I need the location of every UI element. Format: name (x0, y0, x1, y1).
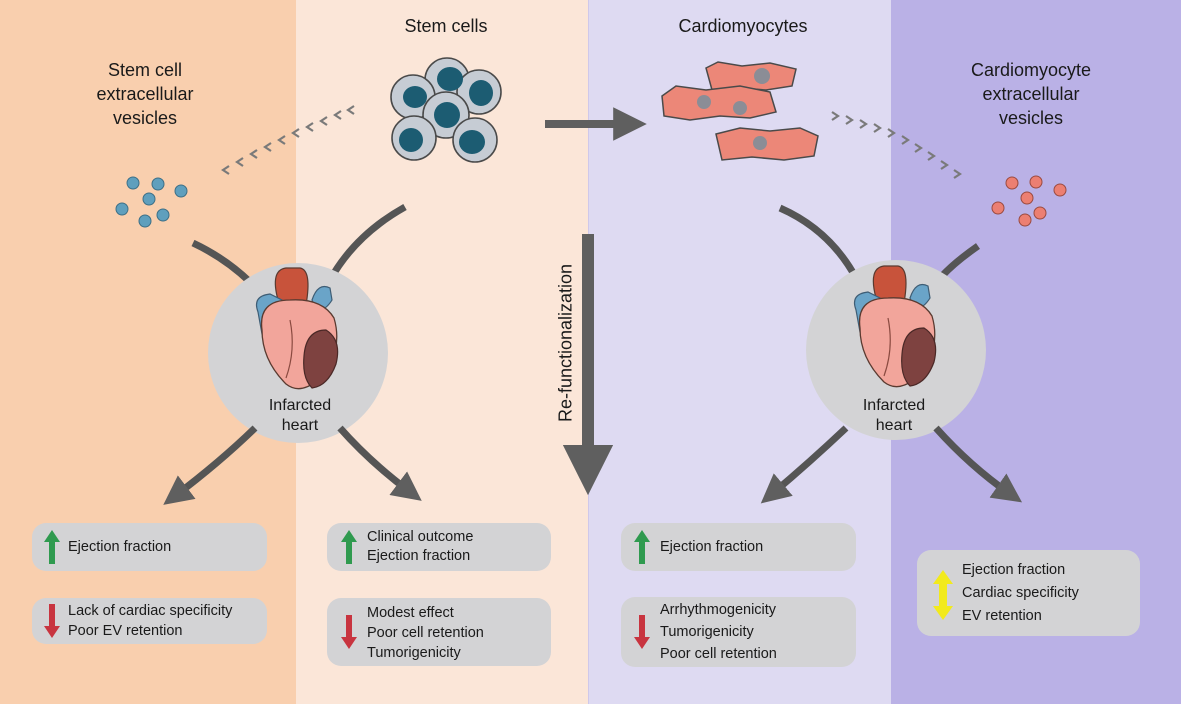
cm-benefit-line1: Ejection fraction (660, 539, 764, 555)
stem-ev-drawback-line1: Lack of cardiac specificity (68, 603, 233, 619)
stem-ev-benefit-box: Ejection fraction (32, 523, 267, 571)
cm-ev-to-heart-curve (939, 243, 980, 279)
up-arrow-icon (44, 530, 60, 564)
stem-cell-ev-heading-line3: vesicles (112, 108, 178, 128)
left-heart-label: Infarcted heart (240, 396, 360, 436)
stem-ev-benefit-line1: Ejection fraction (68, 539, 172, 555)
left-heart-label-line2: heart (281, 417, 319, 434)
cardiomyocyte-cells (661, 61, 819, 161)
cm-ev-outcome-box: Ejection fraction Cardiac specificity EV… (917, 550, 1140, 636)
cardiomyocyte-ev-heading-line3: vesicles (998, 108, 1064, 128)
right-heart-label-line1: Infarcted (862, 397, 926, 414)
up-arrow-icon (634, 530, 650, 564)
stem-cells-drawback-line3: Tumorigenicity (367, 645, 461, 661)
stem-cells-to-heart-curve (326, 203, 407, 282)
cm-outcome-arrow (760, 425, 849, 504)
cardiomyocyte-vesicles (991, 175, 1067, 227)
down-arrow-icon (634, 615, 650, 649)
cardiomyocytes-heading: Cardiomyocytes (678, 16, 808, 36)
cm-ev-outcome-line3: EV retention (962, 608, 1042, 624)
stem-cell-cluster (390, 57, 502, 163)
stem-ev-drawback-line2: Poor EV retention (68, 623, 183, 639)
stem-ev-drawback-box: Lack of cardiac specificity Poor EV rete… (32, 598, 267, 644)
refunctionalization-label-wrap: Re-functionalization (546, 248, 586, 438)
cardiomyocyte-ev-heading-line2: extracellular (982, 84, 1080, 104)
left-infarcted-heart (208, 263, 388, 443)
cm-drawback-box: Arrhythmogenicity Tumorigenicity Poor ce… (621, 597, 856, 667)
cm-ev-release-chevrons (830, 110, 962, 180)
stem-cell-ev-heading-line2: extracellular (96, 84, 194, 104)
up-arrow-icon (341, 530, 357, 564)
stem-cells-benefit-line2: Ejection fraction (367, 548, 471, 564)
cm-to-heart-curve (778, 204, 860, 280)
stem-cells-outcome-arrow (337, 425, 422, 501)
right-heart-label: Infarcted heart (834, 396, 954, 436)
stem-cell-vesicles (115, 176, 188, 228)
cm-ev-outcome-line1: Ejection fraction (962, 562, 1066, 578)
left-heart-label-line1: Infarcted (268, 397, 332, 414)
stem-ev-outcome-arrow (163, 425, 258, 505)
stem-cells-benefit-box: Clinical outcome Ejection fraction (327, 523, 551, 571)
stem-cells-drawback-box: Modest effect Poor cell retention Tumori… (327, 598, 551, 666)
cardiomyocyte-ev-heading-line1: Cardiomyocyte (970, 60, 1092, 80)
stem-ev-release-chevrons (221, 104, 356, 176)
cardiomyocyte-ev-heading: Cardiomyocyte extracellular vesicles (936, 58, 1126, 130)
cm-drawback-line2: Tumorigenicity (660, 624, 754, 640)
refunctionalization-label: Re-functionalization (555, 263, 576, 423)
cm-ev-outcome-line2: Cardiac specificity (962, 585, 1079, 601)
cm-benefit-box: Ejection fraction (621, 523, 856, 571)
down-arrow-icon (341, 615, 357, 649)
down-arrow-icon (44, 604, 60, 638)
cm-ev-outcome-arrow (933, 425, 1023, 503)
right-infarcted-heart (806, 260, 986, 440)
stem-cells-heading: Stem cells (404, 16, 488, 36)
stem-cells-benefit-line1: Clinical outcome (367, 529, 474, 545)
stem-cell-ev-heading: Stem cell extracellular vesicles (60, 58, 230, 130)
cm-drawback-line1: Arrhythmogenicity (660, 602, 777, 618)
stem-cell-ev-heading-line1: Stem cell (107, 60, 183, 80)
stem-cells-drawback-line2: Poor cell retention (367, 625, 484, 641)
stem-cells-drawback-line1: Modest effect (367, 605, 454, 621)
right-heart-label-line2: heart (875, 417, 913, 434)
cm-drawback-line3: Poor cell retention (660, 646, 777, 662)
up-down-arrow-icon (933, 570, 953, 620)
stem-ev-to-heart-curve (191, 239, 253, 285)
